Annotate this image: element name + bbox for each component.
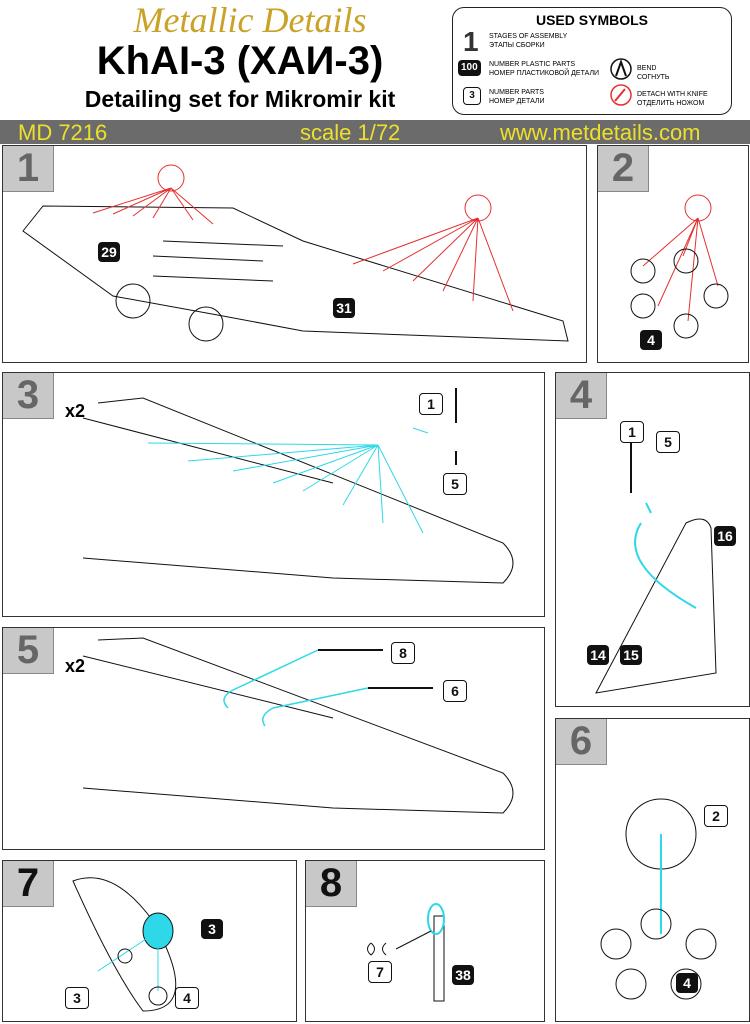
- wing-assembly-drawing: [22, 164, 569, 342]
- knife-icon: [610, 84, 632, 106]
- plastic-part-label: 31: [333, 298, 355, 318]
- plastic-part-label: 29: [98, 242, 120, 262]
- part-label: 7: [368, 961, 392, 983]
- engine-assembly-drawing: [600, 798, 717, 1000]
- plastic-part-label: 38: [452, 965, 474, 985]
- step-number: 7: [3, 861, 54, 907]
- plastic-part-label: 15: [620, 645, 642, 665]
- part-label: 3: [65, 987, 89, 1009]
- step-number: 5: [3, 628, 54, 674]
- product-code: MD 7216: [18, 120, 108, 145]
- engine-cylinders-drawing: [630, 194, 729, 339]
- part-label: 5: [656, 431, 680, 453]
- step-number: 2: [598, 146, 649, 192]
- website-link[interactable]: www.metdetails.com: [500, 120, 701, 145]
- plastic-part-label: 16: [714, 526, 736, 546]
- quantity-multiplier: x2: [65, 656, 86, 676]
- page-subtitle: Detailing set for Mikromir kit: [84, 86, 396, 112]
- step-number: 6: [556, 719, 607, 765]
- step-5-panel: 5 x2 8 6: [2, 627, 545, 850]
- plastic-symbol: 100: [458, 60, 481, 76]
- step-number: 1: [3, 146, 54, 192]
- part-label: 6: [443, 680, 467, 702]
- strut-drawing: [367, 903, 445, 1002]
- step-number: 4: [556, 373, 607, 419]
- stage-symbol: 1: [463, 26, 479, 57]
- part-label: 8: [391, 642, 415, 664]
- page-title: KhAI-3 (ХАИ-3): [96, 39, 384, 83]
- rudder-drawing: [595, 443, 717, 694]
- step-number: 3: [3, 373, 54, 419]
- wing-part-drawing: [82, 388, 514, 584]
- brand-logo: Metallic Details: [133, 0, 367, 40]
- part-label: 4: [175, 987, 199, 1009]
- legend-icons: [610, 58, 632, 106]
- plastic-part-label: 4: [676, 973, 698, 993]
- legend-heading: USED SYMBOLS: [535, 12, 648, 28]
- parts-symbol: 3: [463, 87, 481, 105]
- part-label: 5: [443, 473, 467, 495]
- plastic-part-label: 14: [587, 645, 609, 665]
- step-4-panel: 4 1 5 16 14 15: [555, 372, 750, 707]
- part-label: 2: [704, 805, 728, 827]
- part-label: 1: [419, 393, 443, 415]
- quantity-multiplier: x2: [65, 401, 86, 421]
- step-7-panel: 7 3 3 4: [2, 860, 297, 1022]
- step-number: 8: [306, 861, 357, 907]
- bend-icon: [610, 58, 632, 80]
- step-2-panel: 2 4: [597, 145, 749, 363]
- propeller-drawing: [72, 877, 177, 1012]
- step-6-panel: 6 2 4: [555, 718, 750, 1022]
- plastic-part-label: 3: [201, 919, 223, 939]
- scale-label: scale 1/72: [300, 120, 401, 145]
- step-1-panel: 1 29 31: [2, 145, 587, 363]
- part-label: 1: [620, 421, 644, 443]
- info-bar: MD 7216 scale 1/72 www.metdetails.com: [0, 120, 750, 145]
- step-8-panel: 8 7 38: [305, 860, 545, 1022]
- plastic-part-label: 4: [640, 330, 662, 350]
- wing-hinges-drawing: [82, 637, 514, 814]
- step-3-panel: 3 x2 1 5: [2, 372, 545, 617]
